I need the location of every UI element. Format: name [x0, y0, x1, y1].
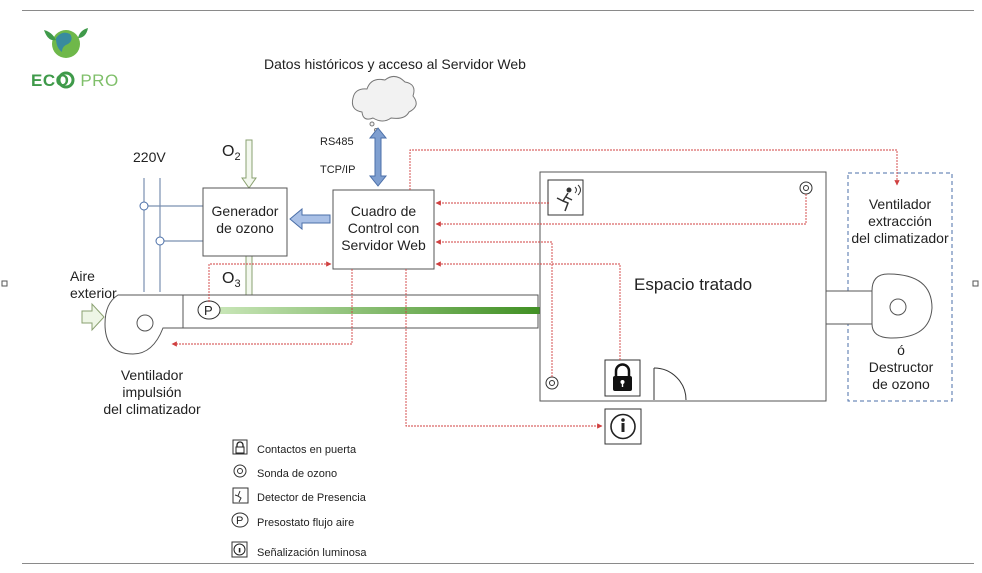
- legend-lock-icon: [232, 439, 248, 455]
- control-panel-box: [332, 189, 435, 270]
- extraccion-line-3: del climatizador: [851, 230, 949, 246]
- exhaust-unit-frame: [847, 172, 953, 402]
- door-swing: [653, 367, 687, 401]
- ozone-probe-icon: [799, 181, 813, 195]
- impulsion-line-3: del climatizador: [103, 401, 201, 417]
- power-terminal: [155, 236, 165, 246]
- logo-wordmark: ECO PRO: [31, 71, 119, 91]
- control-to-generator-arrow: [289, 207, 331, 231]
- generator-label: Generador de ozono: [203, 203, 287, 237]
- air-inlet-arrow: [81, 302, 105, 332]
- top-rule: [22, 10, 974, 11]
- legend-pressure-symbol: P: [236, 515, 244, 527]
- treated-space-label: Espacio tratado: [634, 275, 753, 294]
- extraccion-line-1: Ventilador: [868, 196, 932, 212]
- destructor-label: ó Destructor de ozono: [853, 342, 949, 393]
- legend-presence-detector-icon: [232, 487, 249, 504]
- o2-input-arrow: [241, 139, 257, 189]
- legend-label-pressure: Presostato flujo aire: [257, 517, 355, 529]
- ozone-probe-icon: [545, 376, 559, 390]
- legend-ozone-probe-icon: [233, 464, 247, 478]
- side-marker: [1, 280, 8, 287]
- aire-line-2: exterior: [70, 285, 117, 301]
- legend-label-signal: Señalización luminosa: [257, 547, 367, 559]
- cloud-label: Datos históricos y acceso al Servidor We…: [264, 56, 526, 72]
- control-line-3: Servidor Web: [341, 237, 426, 253]
- destructor-line-1: ó: [897, 342, 905, 358]
- pressure-switch-symbol: P: [204, 303, 213, 318]
- logo-text-pro: PRO: [80, 71, 119, 90]
- voltage-label: 220V: [133, 149, 166, 165]
- control-line-1: Cuadro de: [350, 203, 417, 219]
- o3-sub: 3: [234, 278, 241, 291]
- power-lines: [143, 178, 203, 292]
- presence-detector-icon: [547, 179, 584, 216]
- control-line-2: Control con: [347, 220, 420, 236]
- o3-base: O: [222, 270, 235, 287]
- signal-lines: [171, 149, 900, 429]
- legend-pressure-switch-icon: [231, 512, 249, 528]
- control-label: Cuadro de Control con Servidor Web: [333, 203, 434, 254]
- extraccion-line-2: extracción: [868, 213, 932, 229]
- bottom-rule: [22, 563, 974, 564]
- ozone-generator-box: [202, 187, 288, 257]
- legend-label-ozone-probe: Sonda de ozono: [257, 468, 338, 480]
- destructor-line-2: Destructor: [868, 359, 934, 375]
- outside-air-label: Aire exterior: [70, 268, 128, 302]
- cloud-tail-dot: [369, 121, 375, 127]
- o2-label: O2: [222, 143, 241, 166]
- supply-fan: [104, 294, 184, 355]
- exhaust-duct: [825, 290, 874, 325]
- impulsion-line-1: Ventilador: [120, 367, 184, 383]
- info-light-icon: [604, 408, 642, 445]
- lock-icon: [604, 359, 641, 397]
- power-terminal: [139, 201, 149, 211]
- o2-sub: 2: [234, 151, 241, 164]
- exhaust-fan: [871, 273, 933, 339]
- generator-line-1: Generador: [211, 203, 279, 219]
- legend-label-presence: Detector de Presencia: [257, 492, 366, 504]
- protocol-rs485: RS485: [320, 136, 354, 148]
- o2-base: O: [222, 143, 235, 160]
- aire-line-1: Aire: [70, 268, 95, 284]
- impulsion-line-2: impulsión: [122, 384, 182, 400]
- cloud-icon: [351, 76, 417, 122]
- logo-text-eco: ECO: [31, 71, 70, 90]
- supply-fan-label: Ventilador impulsión del climatizador: [100, 367, 204, 418]
- exhaust-label: Ventilador extracción del climatizador: [845, 196, 955, 247]
- protocol-tcpip: TCP/IP: [320, 164, 356, 176]
- treated-room: [539, 171, 827, 402]
- legend-label-contacts: Contactos en puerta: [257, 444, 357, 456]
- ecopro-logo: [44, 28, 88, 89]
- ozone-flow-bar: [216, 307, 542, 314]
- o3-label: O3: [222, 270, 241, 293]
- side-marker: [972, 280, 979, 287]
- destructor-line-3: de ozono: [872, 376, 930, 392]
- data-link-arrow: [368, 127, 388, 187]
- legend-info-light-icon: [231, 541, 248, 558]
- generator-line-2: de ozono: [216, 220, 274, 236]
